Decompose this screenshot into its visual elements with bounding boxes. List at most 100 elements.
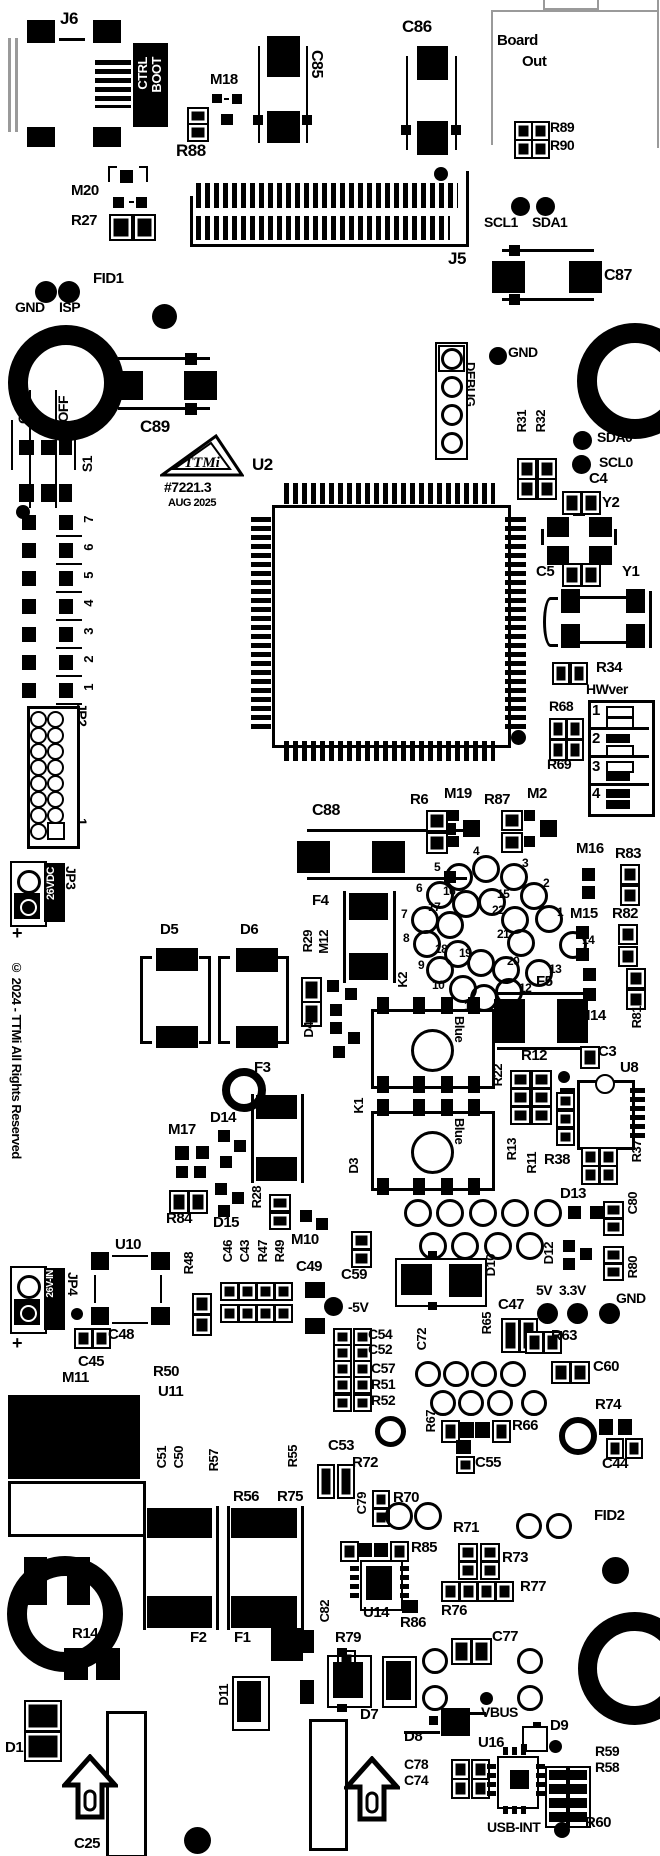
pad [583,968,596,981]
label-r56: R56 [233,1488,260,1505]
pad [582,886,595,899]
pad [428,1302,437,1310]
label-d14: D14 [210,1109,237,1126]
hwver-table [588,700,655,817]
label-f1: F1 [234,1629,251,1646]
resistor-pad [426,810,448,832]
resistor-pad [192,1293,212,1315]
ic-pins [251,517,271,730]
test-via [411,1131,454,1174]
label-c48: C48 [108,1326,135,1343]
pad [348,1032,360,1044]
label-r77: R77 [520,1578,547,1595]
pad [27,20,55,43]
pad [626,624,645,648]
mounting-hole [578,1612,660,1725]
outline [47,822,65,840]
pad [441,1178,453,1195]
pad [215,1183,227,1195]
pad [330,1004,342,1016]
label-r79: R79 [335,1629,362,1646]
label-r87: R87 [484,791,511,808]
label-r58: R58 [595,1759,620,1775]
test-point-label-12: 12 [519,981,532,995]
label-c44: C44 [602,1455,629,1472]
label-serial: #7221.3 [164,479,212,495]
d10-outline [395,1258,487,1307]
silk-line [56,563,82,565]
switch-pad [22,683,36,698]
label-sw2: 2 [81,656,96,663]
pad [459,1422,474,1438]
label-r47: R47 [255,1240,270,1263]
label-c3: C3 [598,1043,617,1060]
resistor-pad [441,1581,460,1602]
resistor-pad [551,1361,571,1384]
pad [372,841,405,873]
label-hw3: 3 [592,758,600,775]
pad [413,1178,425,1195]
ic-pins [350,1566,359,1600]
resistor-pad [187,123,209,142]
silk-line [143,1506,146,1630]
label-c80: C80 [625,1192,640,1215]
pad [386,1661,411,1700]
outline [382,1656,417,1708]
resistor-pad [269,1194,291,1212]
pad [96,1648,120,1680]
pad [547,546,569,565]
silk-line [497,1047,587,1050]
silk-line [56,591,82,593]
pad [305,1318,325,1334]
resistor-pad [606,1438,624,1459]
silk-line [199,956,211,959]
pad [606,734,630,743]
pad [185,403,197,415]
label-c79: C79 [354,1492,369,1515]
resistor-pad [451,1778,470,1799]
label-d4: D4 [301,1022,316,1038]
pad [580,1248,592,1260]
resistor-pad [531,121,550,141]
label-r50: R50 [153,1363,180,1380]
jp2-pin [46,710,64,728]
silk-line [468,1712,486,1715]
resistor-pad [603,1218,624,1236]
label-r90: R90 [550,137,575,153]
fiducial-dot [536,197,555,216]
pad [237,1681,261,1722]
resistor-pad [192,1314,212,1336]
pad [218,1205,230,1217]
resistor-pad [581,1165,600,1185]
u2-qfp-body [272,505,511,748]
d9-outline [522,1726,548,1752]
resistor-pad [510,1106,531,1125]
label-k1: K1 [351,1098,366,1114]
label-sw6: 6 [81,544,96,551]
label-gnd2: GND [508,344,538,360]
pad [236,948,278,972]
d11-outline [232,1676,270,1731]
silk-line [11,420,13,470]
label-r74: R74 [595,1396,622,1413]
label-c51: C51 [154,1446,169,1469]
label-c55: C55 [475,1454,502,1471]
test-point-3 [500,863,528,891]
test-point-17 [436,911,464,939]
label-l5v: 5V [536,1282,553,1298]
resistor-pad [274,1304,293,1323]
test-point-14 [559,931,587,959]
fiducial-dot [602,1557,629,1584]
pad [468,1178,480,1195]
silk-line [497,992,587,995]
resistor-pad [562,563,582,587]
silk-line [301,1094,304,1183]
resistor-pad [390,1541,409,1562]
label-r31: R31 [514,410,529,433]
label-c82: C82 [317,1600,332,1623]
resistor-pad [618,924,638,945]
label-c87: C87 [604,267,632,284]
test-via [414,1502,442,1530]
test-point-label-6: 6 [416,881,423,895]
